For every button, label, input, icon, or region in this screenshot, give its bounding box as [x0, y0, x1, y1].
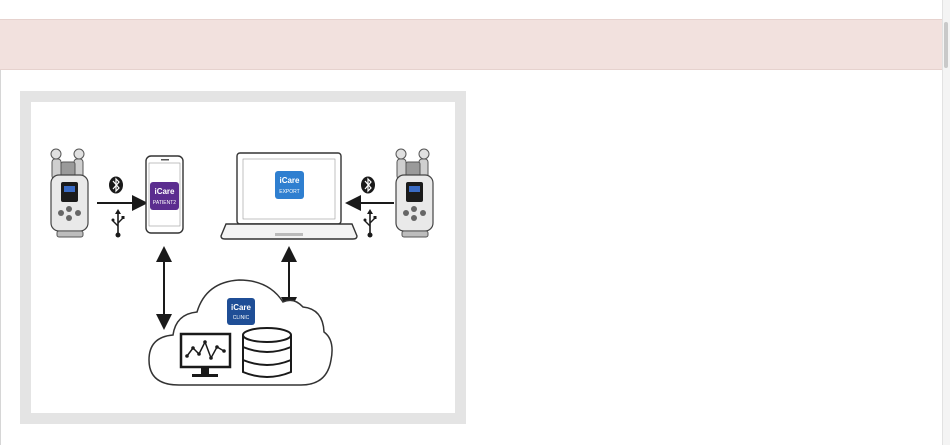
figure-frame: iCare PATIENT2 iCare EXPORT [20, 91, 466, 424]
icare-export-app-tile: iCare EXPORT [275, 171, 304, 199]
icare-connectivity-diagram: iCare PATIENT2 iCare EXPORT [31, 102, 455, 413]
clinic-brand: iCare [231, 303, 252, 312]
bluetooth-icon-left [109, 177, 123, 194]
scrollbar-thumb[interactable] [944, 22, 948, 68]
icare-clinic-app-tile: iCare CLINIC [227, 298, 255, 325]
smartphone: iCare PATIENT2 [146, 156, 183, 233]
content-divider [0, 70, 1, 445]
patient-brand: iCare [154, 187, 175, 196]
usb-icon-right [364, 209, 377, 238]
tonometer-device-right [396, 149, 433, 237]
clinic-product: CLINIC [233, 315, 250, 321]
export-brand: iCare [279, 176, 300, 185]
patient-product: PATIENT2 [153, 200, 176, 206]
export-product: EXPORT [279, 189, 299, 195]
bluetooth-icon-right [361, 177, 375, 194]
cloud: iCare CLINIC [149, 280, 332, 385]
diagram-canvas: iCare PATIENT2 iCare EXPORT [31, 102, 455, 413]
top-bar [0, 0, 950, 19]
tonometer-device-left [51, 149, 88, 237]
vertical-scrollbar[interactable] [942, 0, 950, 445]
usb-icon-left [112, 209, 125, 238]
database-icon [243, 328, 291, 377]
icare-patient2-app-tile: iCare PATIENT2 [150, 182, 179, 210]
header-band [0, 19, 942, 70]
laptop: iCare EXPORT [221, 153, 357, 239]
